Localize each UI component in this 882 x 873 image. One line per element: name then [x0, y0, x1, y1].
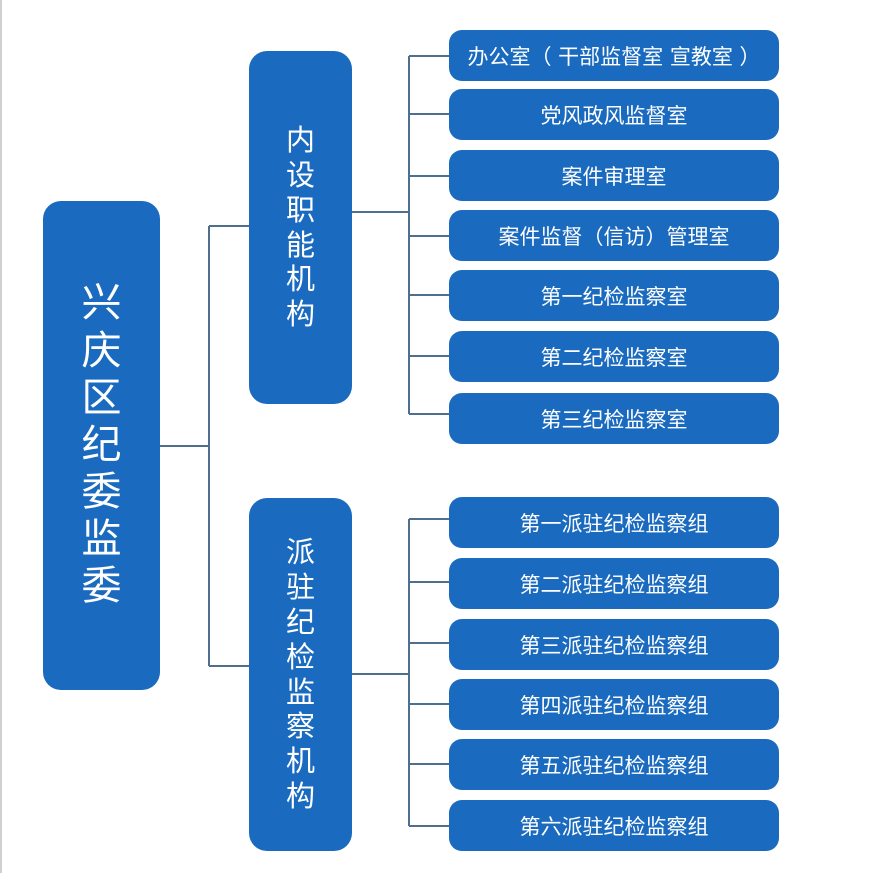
root-char: 兴: [81, 280, 122, 327]
category-char: 察: [285, 709, 315, 744]
leaf-node: 第三派驻纪检监察组: [449, 619, 779, 670]
category-internal-label: 内 设 职 能 机 构: [286, 123, 315, 332]
root-connector: [160, 225, 249, 667]
category-char: 派: [285, 535, 315, 570]
leaf-node: 第一派驻纪检监察组: [449, 497, 779, 548]
root-char: 委: [81, 563, 122, 610]
left-border-line: [0, 0, 2, 873]
category-char: 驻: [285, 570, 315, 605]
cat2-connector: [352, 518, 449, 827]
cat1-connector: [352, 55, 449, 415]
root-char: 纪: [81, 421, 122, 468]
category-char: 内: [285, 123, 315, 158]
root-char: 区: [81, 374, 122, 421]
category-internal: 内 设 职 能 机 构: [249, 51, 352, 404]
leaf-node: 第二纪检监察室: [449, 331, 779, 382]
root-label: 兴 庆 区 纪 委 监 委: [82, 280, 122, 610]
leaf-node: 党风政风监督室: [449, 89, 779, 140]
root-node: 兴 庆 区 纪 委 监 委: [43, 201, 160, 690]
root-char: 委: [81, 469, 122, 516]
category-dispatched-label: 派 驻 纪 检 监 察 机 构: [286, 535, 315, 813]
category-char: 构: [285, 778, 315, 813]
root-char: 监: [81, 516, 122, 563]
category-dispatched: 派 驻 纪 检 监 察 机 构: [249, 498, 352, 851]
category-char: 职: [285, 192, 315, 227]
leaf-node: 第四派驻纪检监察组: [449, 679, 779, 730]
category-char: 机: [285, 262, 315, 297]
leaf-node: 案件监督（信访）管理室: [449, 210, 779, 261]
category-char: 检: [285, 639, 315, 674]
category-char: 机: [285, 744, 315, 779]
leaf-node: 第五派驻纪检监察组: [449, 739, 779, 790]
category-char: 纪: [285, 604, 315, 639]
category-char: 构: [285, 297, 315, 332]
leaf-node: 第一纪检监察室: [449, 270, 779, 321]
category-char: 能: [285, 227, 315, 262]
leaf-node: 案件审理室: [449, 150, 779, 201]
leaf-node: 第三纪检监察室: [449, 393, 779, 444]
category-char: 设: [285, 157, 315, 192]
category-char: 监: [285, 674, 315, 709]
leaf-node: 第二派驻纪检监察组: [449, 558, 779, 609]
root-char: 庆: [81, 327, 122, 374]
leaf-node: 办公室（ 干部监督室 宣教室 ）: [449, 30, 779, 81]
leaf-node: 第六派驻纪检监察组: [449, 800, 779, 851]
